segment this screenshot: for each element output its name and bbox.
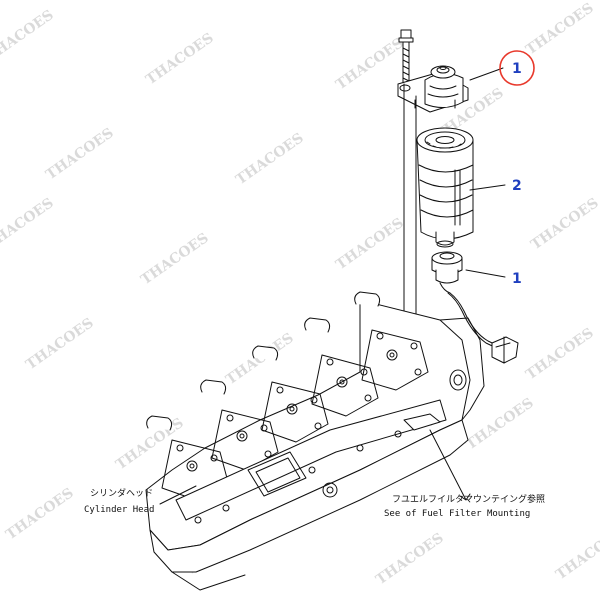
water-sensor <box>431 251 519 364</box>
watermark: THACOES <box>523 0 597 58</box>
leader-line-2 <box>469 184 506 191</box>
watermark: THACOES <box>0 195 57 253</box>
watermark: THACOES <box>143 30 217 88</box>
fuel-filter-label-jp: フユエルフイルタマウンテイング参照 <box>392 493 545 505</box>
cylinder-head-label-jp: シリンダヘッド <box>90 487 153 499</box>
watermark: THACOES <box>523 325 597 383</box>
cylinder-head <box>145 291 485 591</box>
watermark: THACOES <box>373 530 447 588</box>
leader-arrow-fuel-filter <box>429 429 471 501</box>
leader-line-1-bottom <box>465 269 506 278</box>
watermark: THACOES <box>3 485 77 543</box>
callout-1-top[interactable]: 1 <box>512 61 522 77</box>
leader-line-1-top <box>469 67 504 81</box>
watermark: THACOES <box>333 35 407 93</box>
watermark: THACOES <box>138 230 212 288</box>
cylinder-head-label-en: Cylinder Head <box>84 505 154 515</box>
watermark: THACOES <box>23 315 97 373</box>
watermark: THACOES <box>528 195 600 253</box>
leader-line-cylinder-head <box>159 485 197 505</box>
callout-1-bottom[interactable]: 1 <box>512 271 522 287</box>
fuel-filter-cartridge <box>416 127 474 248</box>
fuel-filter-label-en: See of Fuel Filter Mounting <box>384 509 530 519</box>
watermark: THACOES <box>0 7 57 65</box>
watermark: THACOES <box>223 330 297 388</box>
watermark: THACOES <box>553 525 600 583</box>
watermark: THACOES <box>233 130 307 188</box>
highlight-ring <box>499 50 535 86</box>
watermark: THACOES <box>333 215 407 273</box>
mounting-bolt <box>398 29 414 85</box>
watermark: THACOES <box>43 125 117 183</box>
callout-2[interactable]: 2 <box>512 178 522 194</box>
